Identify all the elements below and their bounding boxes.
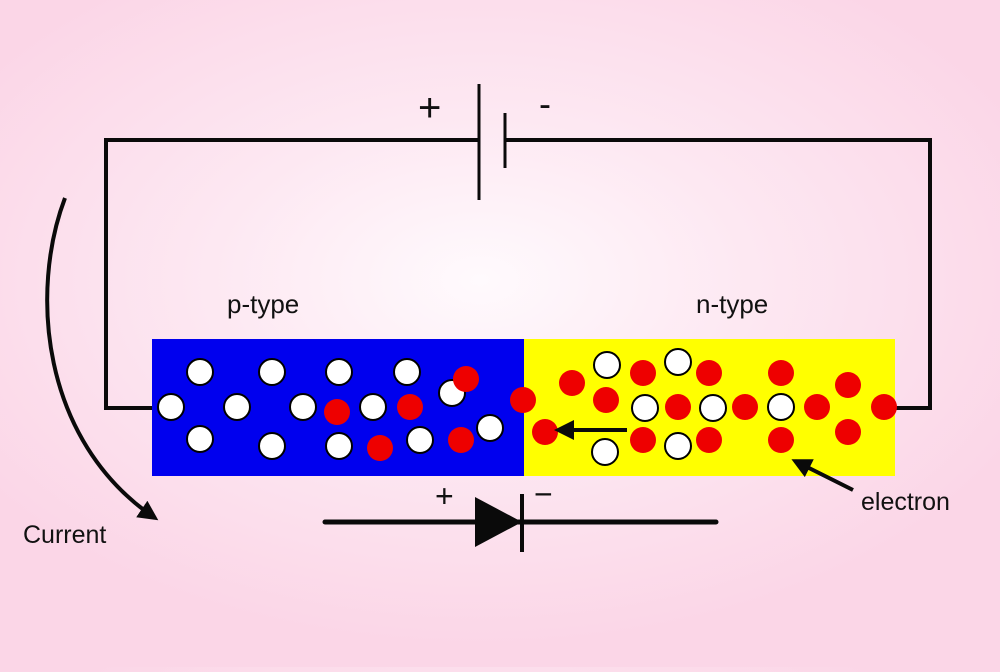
electron (835, 419, 861, 445)
electron-label: electron (861, 488, 950, 516)
electron (453, 366, 479, 392)
hole (157, 393, 185, 421)
hole (186, 425, 214, 453)
electron (768, 360, 794, 386)
electron (665, 394, 691, 420)
electron (768, 427, 794, 453)
electron (510, 387, 536, 413)
hole (406, 426, 434, 454)
battery-symbol (477, 84, 507, 200)
arrows (45, 197, 854, 521)
hole (393, 358, 421, 386)
hole (258, 432, 286, 460)
electron (593, 387, 619, 413)
diode-minus-sign: − (534, 476, 553, 512)
hole (699, 394, 727, 422)
hole (664, 432, 692, 460)
hole (258, 358, 286, 386)
electron (532, 419, 558, 445)
hole (476, 414, 504, 442)
electron (367, 435, 393, 461)
electron (559, 370, 585, 396)
battery-minus-sign: - (539, 83, 551, 124)
charge-carriers (157, 348, 897, 466)
hole (767, 393, 795, 421)
diode-symbol (322, 494, 719, 552)
hole (591, 438, 619, 466)
electron (835, 372, 861, 398)
diode-anode-triangle (475, 497, 522, 547)
electron (696, 360, 722, 386)
hole (325, 432, 353, 460)
current-label: Current (23, 521, 107, 549)
hole (289, 393, 317, 421)
electron (397, 394, 423, 420)
electron (804, 394, 830, 420)
electron (871, 394, 897, 420)
hole (186, 358, 214, 386)
hole (664, 348, 692, 376)
hole (359, 393, 387, 421)
diode-plus-sign: + (435, 478, 454, 514)
electron (696, 427, 722, 453)
electron (324, 399, 350, 425)
hole (631, 394, 659, 422)
n-type-label: n-type (696, 289, 769, 319)
p-type-label: p-type (227, 289, 300, 319)
circuit-wire (104, 138, 932, 410)
hole (325, 358, 353, 386)
electron (448, 427, 474, 453)
battery-plus-sign: + (418, 86, 442, 130)
electron (732, 394, 758, 420)
electron (630, 427, 656, 453)
electron (630, 360, 656, 386)
wire-path (104, 138, 932, 410)
electron-pointer-arrow-icon (791, 459, 854, 492)
current-direction-arrow-icon (45, 197, 159, 521)
hole (593, 351, 621, 379)
hole (223, 393, 251, 421)
